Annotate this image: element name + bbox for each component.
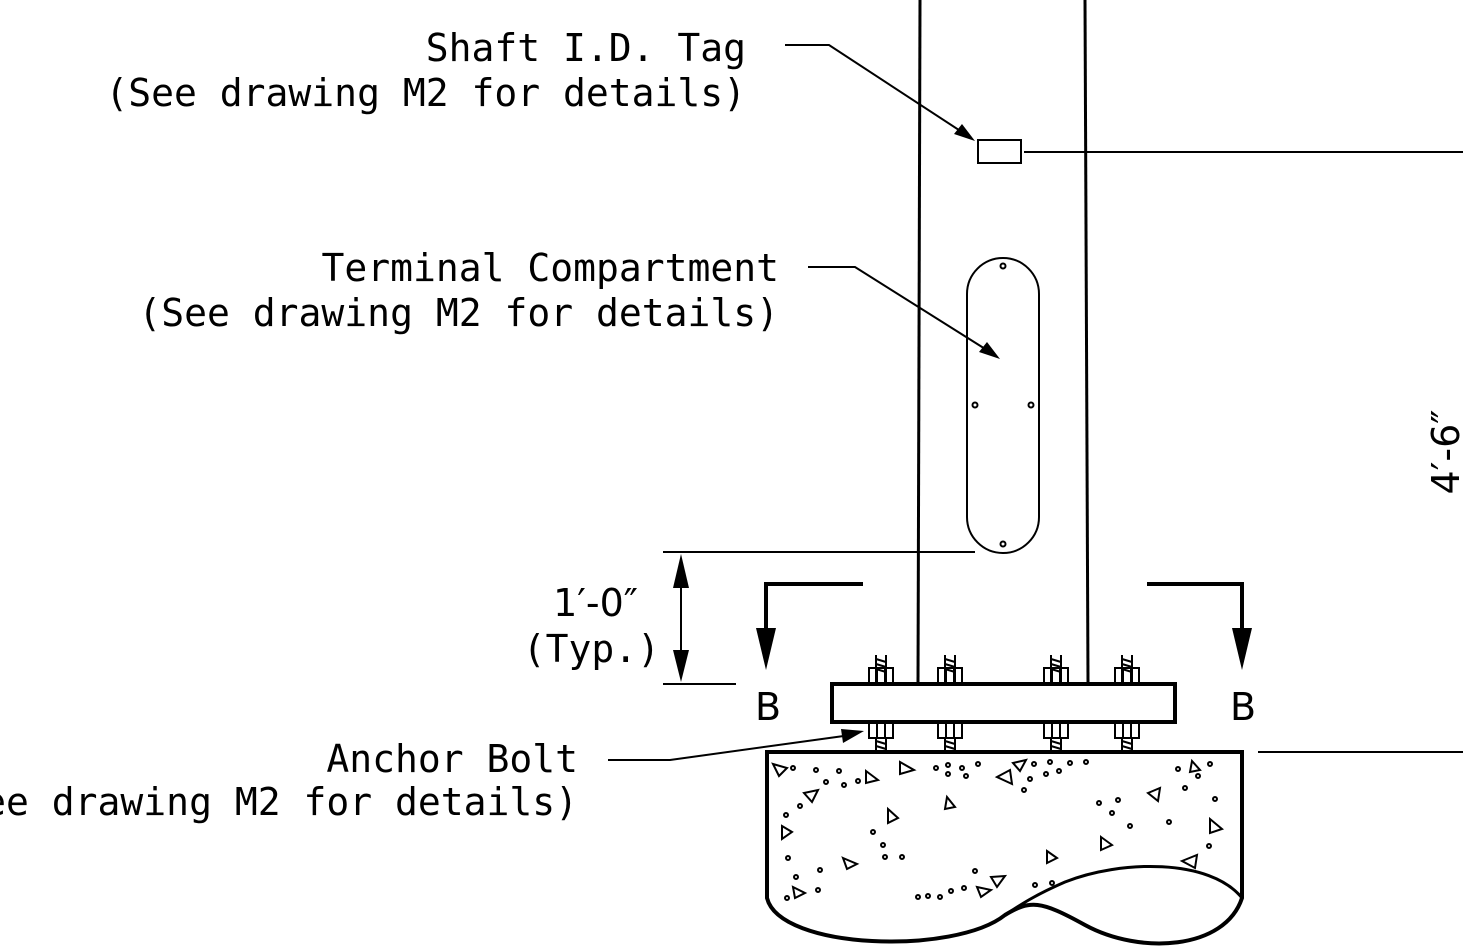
section-cut-right bbox=[1147, 582, 1252, 670]
shaft-id-tag bbox=[977, 139, 1022, 164]
anchor-bolts bbox=[868, 655, 1140, 752]
concrete-foundation bbox=[765, 750, 1244, 946]
extension-lines bbox=[663, 151, 1463, 753]
anchor-bolt bbox=[1114, 655, 1140, 752]
anchor-bolt-note: (See drawing M2 for details) bbox=[0, 780, 578, 824]
anchor-bolt bbox=[868, 655, 894, 752]
section-label-right: B bbox=[1230, 685, 1256, 729]
shaft-tag-label: Shaft I.D. Tag bbox=[426, 26, 746, 70]
terminal-compartment bbox=[966, 257, 1040, 554]
pole-shaft bbox=[916, 0, 1090, 684]
height-dimension-value: 4′-6″ bbox=[1424, 410, 1463, 495]
anchor-bolt-label: Anchor Bolt bbox=[326, 737, 578, 781]
terminal-compartment-label: Terminal Compartment bbox=[321, 246, 779, 290]
leader-shaft-tag bbox=[785, 44, 975, 141]
anchor-bolt bbox=[1043, 655, 1069, 752]
spacing-dimension-note: (Typ.) bbox=[523, 627, 660, 671]
section-label-left: B bbox=[755, 685, 781, 729]
anchor-bolt bbox=[937, 655, 963, 752]
shaft-tag-note: (See drawing M2 for details) bbox=[105, 71, 746, 115]
base-plate bbox=[830, 682, 1177, 724]
dimension-spacing-line bbox=[673, 554, 689, 682]
section-cut-left bbox=[756, 582, 863, 670]
leader-terminal-compartment bbox=[808, 266, 1000, 359]
spacing-dimension-value: 1′-0″ bbox=[553, 581, 638, 625]
terminal-compartment-note: (See drawing M2 for details) bbox=[138, 291, 779, 335]
leader-anchor-bolt bbox=[608, 729, 864, 761]
